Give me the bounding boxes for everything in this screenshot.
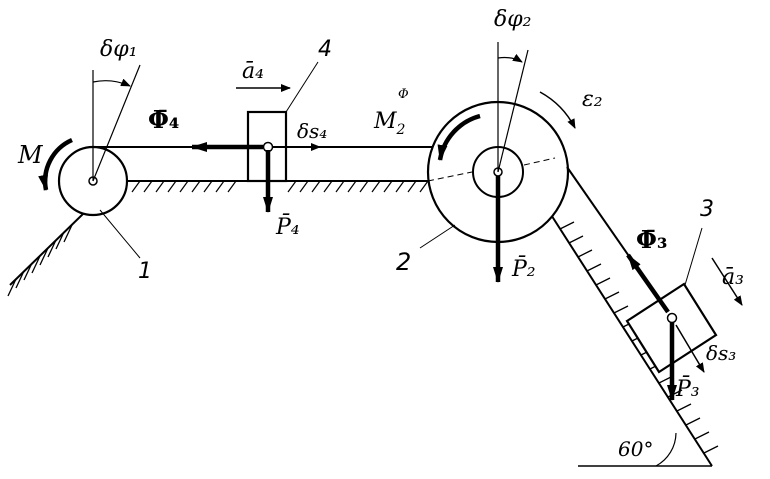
label-delta-s-3: δs₃ — [706, 341, 736, 365]
label-moment-m2: M2 — [373, 109, 406, 138]
label-moment-m2-base: M — [373, 109, 397, 134]
angle-arc — [655, 432, 677, 467]
label-delta-phi-2: δφ₂ — [494, 7, 531, 32]
label-body-2: 2 — [396, 248, 411, 276]
moment-m-arrow — [38, 137, 73, 191]
label-moment-m2-sup: Φ — [398, 87, 409, 102]
displacement-ds3-arrow — [675, 324, 705, 373]
label-phi-3: Φ̄₃ — [636, 225, 667, 254]
label-body-4: 4 — [318, 37, 332, 62]
inertia-moment-m2-arrow — [437, 113, 481, 161]
label-moment-m2-sub: 2 — [396, 122, 406, 138]
pulley-2 — [419, 42, 570, 249]
label-angle-60: 60° — [618, 437, 653, 461]
left-incline-support — [7, 211, 86, 297]
acceleration-a3-arrow — [711, 257, 743, 306]
inertia-force-phi-3-arrow — [626, 253, 670, 314]
label-delta-s-4: δs₄ — [297, 119, 327, 143]
label-phi-4: Φ̄₄ — [148, 105, 179, 134]
label-a-4: ā₄ — [242, 59, 264, 84]
label-a-3: ā₃ — [722, 265, 744, 290]
label-p-3: P̄₃ — [675, 375, 700, 402]
label-moment-m: M — [17, 141, 44, 169]
label-p-2: P̄₂ — [511, 255, 536, 282]
label-delta-phi-1: δφ₁ — [100, 37, 137, 62]
label-p-4: P̄₄ — [275, 213, 300, 240]
label-body-3: 3 — [700, 197, 714, 222]
angular-acceleration-eps2-arrow — [539, 91, 576, 129]
horizontal-floor — [119, 180, 438, 193]
label-epsilon-2: ε₂ — [582, 87, 603, 112]
pulley-1 — [57, 64, 141, 259]
label-body-1: 1 — [138, 259, 152, 284]
